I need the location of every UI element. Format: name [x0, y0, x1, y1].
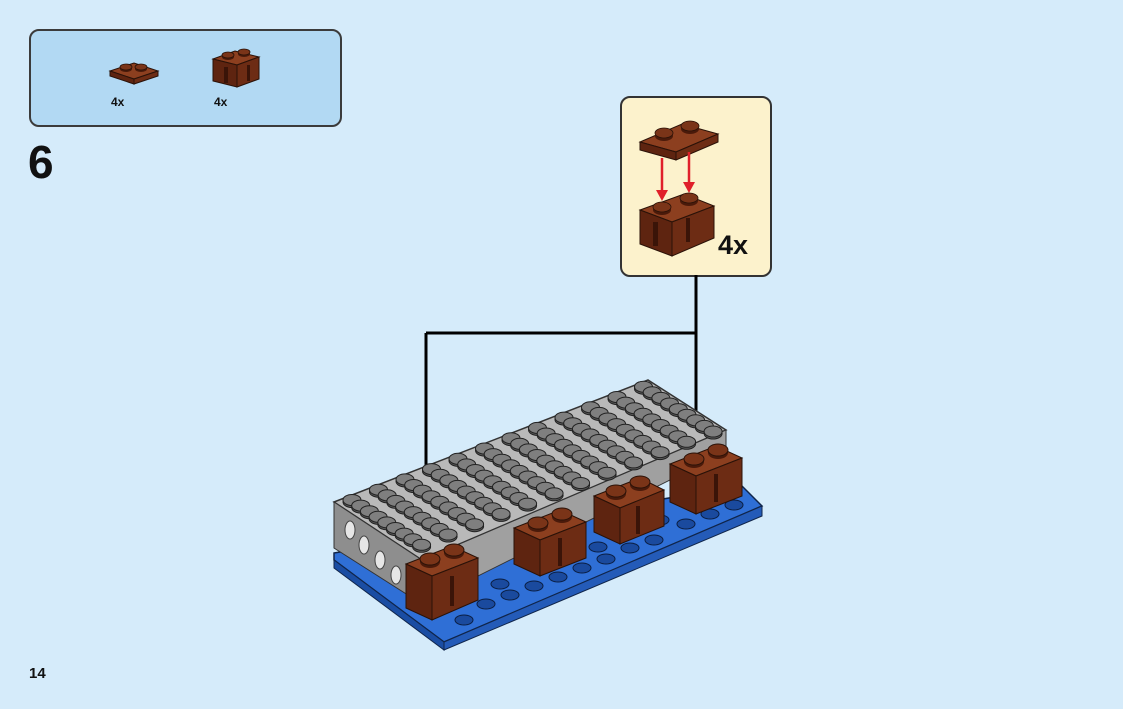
grey-stud	[544, 487, 564, 500]
page-number: 14	[29, 665, 46, 682]
brown-brick-placed-2	[512, 507, 588, 577]
grey-stud	[412, 538, 432, 551]
brown-brick-placed-1	[404, 543, 480, 621]
grey-stud	[491, 507, 511, 520]
grey-stud	[571, 477, 591, 489]
grey-stud	[677, 435, 697, 448]
grey-stud	[650, 446, 670, 459]
grey-stud	[518, 497, 538, 510]
sub-assembly-callout	[620, 96, 772, 277]
brown-plate-part-icon	[108, 59, 160, 85]
sub-assembly-illustration	[638, 120, 720, 257]
brown-brick-part-icon	[211, 45, 263, 89]
grey-stud	[624, 456, 644, 469]
grey-stud	[597, 466, 617, 479]
callout-quantity: 4x	[718, 230, 749, 260]
parts-list-box: 4x 4x	[29, 29, 342, 127]
plate-quantity: 4x	[111, 95, 125, 109]
step-number: 6	[28, 136, 54, 188]
brick-quantity: 4x	[214, 95, 228, 109]
grey-stud	[465, 518, 485, 531]
brown-brick-placed-4	[668, 443, 744, 515]
brown-brick-placed-3	[592, 475, 666, 545]
grey-stud	[438, 528, 458, 541]
grey-stud	[703, 425, 723, 438]
